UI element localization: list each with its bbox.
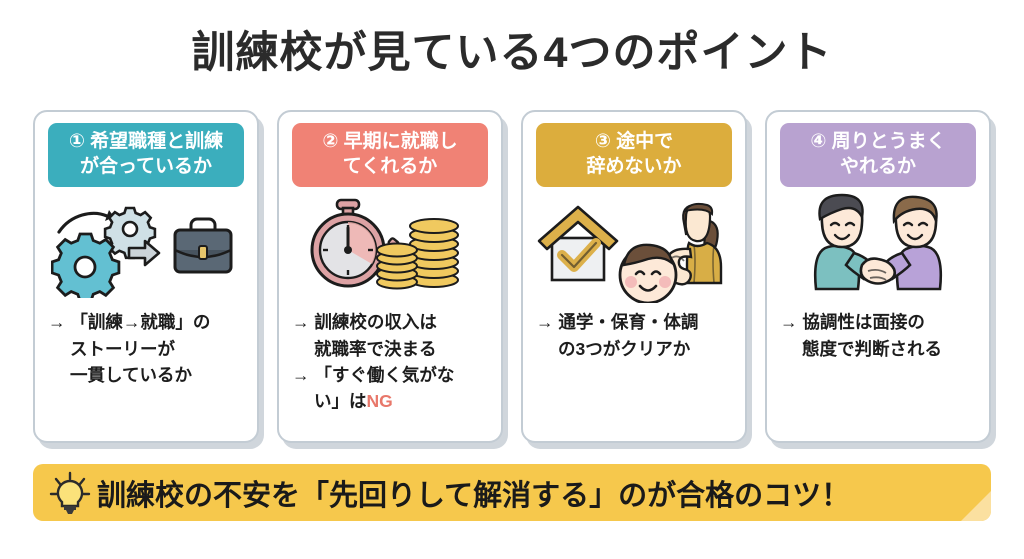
point-card-3-body: → 通学・保育・体調 の3つがクリアか <box>532 309 736 362</box>
point-card-3-body-line2: の3つがクリアか <box>558 338 691 359</box>
lightbulb-icon <box>49 471 91 515</box>
point-card-4[interactable]: ④ 周りとうまく やれるか <box>765 110 991 443</box>
page-title: 訓練校が見ている4つのポイント <box>191 29 833 77</box>
point-card-1-body-line2: ストーリーが <box>70 338 175 359</box>
house-check-baby-strong-woman-icon <box>537 203 723 304</box>
point-card-1-body-line1: → 「訓練→就職」の <box>48 312 211 333</box>
point-card-2-body-line4: い」はNG <box>292 388 492 414</box>
point-card-3-header-line2: 辞めないか <box>586 155 682 177</box>
point-card-2-header-line2: てくれるか <box>342 155 438 177</box>
points-card-row: ① 希望職種と訓練 が合っているか <box>33 110 991 450</box>
point-card-2[interactable]: ② 早期に就職し てくれるか <box>277 110 503 443</box>
person-right-icon <box>880 196 943 291</box>
tip-banner-text: 訓練校の不安を「先回りして解消する」のが合格のコツ！ <box>97 479 851 512</box>
point-card-4-body-line2: 態度で判断される <box>802 338 942 359</box>
point-card-2-body: → 訓練校の収入は 就職率で決まる → 「すぐ働く気がな い」はNG <box>288 309 492 414</box>
point-card-1-body-line3: 一貫しているか <box>70 364 192 385</box>
point-card-4-header-line1: ④ 周りとうまく <box>810 131 946 152</box>
tip-banner: 訓練校の不安を「先回りして解消する」のが合格のコツ！ <box>33 464 991 521</box>
point-card-4-header: ④ 周りとうまく やれるか <box>780 123 976 188</box>
briefcase-icon <box>173 217 233 274</box>
point-card-3-header-line1: ③ 途中で <box>594 131 674 152</box>
point-card-3-body-line1: → 通学・保育・体調 <box>536 312 699 333</box>
point-card-2-header-line1: ② 早期に就職し <box>322 131 458 152</box>
coin-stack-short-icon <box>376 242 418 290</box>
point-card-4-icon-area <box>767 189 989 307</box>
stopwatch-and-coins-icon <box>310 199 459 290</box>
ng-highlight: NG <box>366 391 393 412</box>
coin-stack-tall-icon <box>409 218 459 289</box>
point-card-2-icon-area <box>279 189 501 307</box>
point-card-1-header-line1: ① 希望職種と訓練 <box>68 131 224 152</box>
point-card-4-body-line1: → 協調性は面接の <box>780 312 925 333</box>
clasped-hands-icon <box>859 257 897 286</box>
point-card-1-icon-area <box>35 189 257 307</box>
handshake-two-people-icon <box>813 194 943 291</box>
house-check-icon <box>537 206 619 282</box>
point-card-2-body-line2: 就職率で決まる <box>314 338 437 359</box>
point-card-2-body-line4-text: い」は <box>314 391 367 412</box>
point-card-2-body-line3: → 「すぐ働く気がな <box>292 364 455 385</box>
point-card-4-header-line2: やれるか <box>839 155 916 177</box>
point-card-1-header-line2: が合っているか <box>79 155 213 177</box>
point-card-4-body: → 協調性は面接の 態度で判断される <box>776 309 980 362</box>
gears-to-briefcase-icon <box>51 207 233 299</box>
block-arrow-icon <box>127 240 161 267</box>
point-card-2-body-line1: → 訓練校の収入は <box>292 312 437 333</box>
point-card-2-header: ② 早期に就職し てくれるか <box>292 123 488 188</box>
point-card-1-body: → 「訓練→就職」の ストーリーが 一貫しているか <box>44 309 248 388</box>
point-card-1-header: ① 希望職種と訓練 が合っているか <box>48 123 244 188</box>
banner-corner-accent <box>961 491 991 521</box>
point-card-1[interactable]: ① 希望職種と訓練 が合っているか <box>33 110 259 443</box>
point-card-3[interactable]: ③ 途中で 辞めないか <box>521 110 747 443</box>
point-card-3-icon-area <box>523 189 745 307</box>
baby-face-icon <box>618 244 678 304</box>
point-card-3-header: ③ 途中で 辞めないか <box>536 123 732 188</box>
